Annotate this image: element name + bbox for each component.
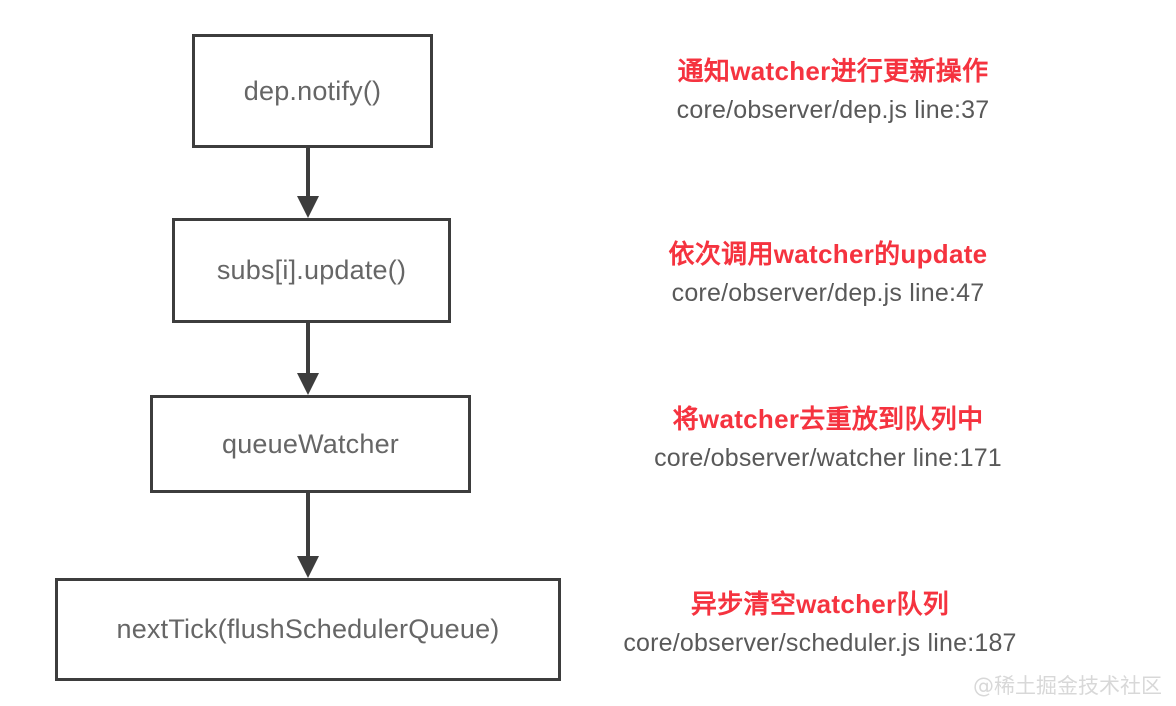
arrow-shaft bbox=[306, 323, 310, 375]
annotation-dep-notify: 通知watcher进行更新操作 core/observer/dep.js lin… bbox=[677, 55, 990, 126]
arrow-head-icon bbox=[297, 373, 319, 395]
flow-node-label: queueWatcher bbox=[221, 428, 399, 459]
flow-node-label: dep.notify() bbox=[243, 75, 382, 106]
flow-node-next-tick: nextTick(flushSchedulerQueue) bbox=[55, 578, 561, 681]
annotation-source-path: core/observer/watcher line:171 bbox=[654, 443, 1002, 472]
annotation-title: 通知watcher进行更新操作 bbox=[677, 56, 989, 86]
arrow-node2-to-node3 bbox=[297, 323, 319, 395]
flow-node-subs-update: subs[i].update() bbox=[172, 218, 451, 323]
arrow-node3-to-node4 bbox=[297, 493, 319, 578]
annotation-next-tick: 异步清空watcher队列 core/observer/scheduler.js… bbox=[623, 588, 1016, 659]
annotation-title: 异步清空watcher队列 bbox=[690, 589, 950, 619]
annotation-subs-update: 依次调用watcher的update core/observer/dep.js … bbox=[669, 238, 988, 309]
annotation-title: 依次调用watcher的update bbox=[668, 239, 988, 269]
annotation-source-path: core/observer/dep.js line:47 bbox=[671, 278, 985, 307]
annotation-queue-watcher: 将watcher去重放到队列中 core/observer/watcher li… bbox=[654, 403, 1002, 474]
annotation-title: 将watcher去重放到队列中 bbox=[672, 404, 984, 434]
arrow-shaft bbox=[306, 148, 310, 198]
arrow-head-icon bbox=[297, 556, 319, 578]
arrow-node1-to-node2 bbox=[297, 148, 319, 218]
watermark: @稀土掘金技术社区 bbox=[973, 674, 1162, 698]
flow-node-label: nextTick(flushSchedulerQueue) bbox=[116, 614, 500, 644]
flow-node-queue-watcher: queueWatcher bbox=[150, 395, 471, 493]
annotation-source-path: core/observer/dep.js line:37 bbox=[676, 95, 990, 124]
flow-node-label: subs[i].update() bbox=[216, 255, 407, 285]
arrow-head-icon bbox=[297, 196, 319, 218]
annotation-source-path: core/observer/scheduler.js line:187 bbox=[623, 628, 1017, 657]
flow-node-dep-notify: dep.notify() bbox=[192, 34, 433, 148]
arrow-shaft bbox=[306, 493, 310, 558]
